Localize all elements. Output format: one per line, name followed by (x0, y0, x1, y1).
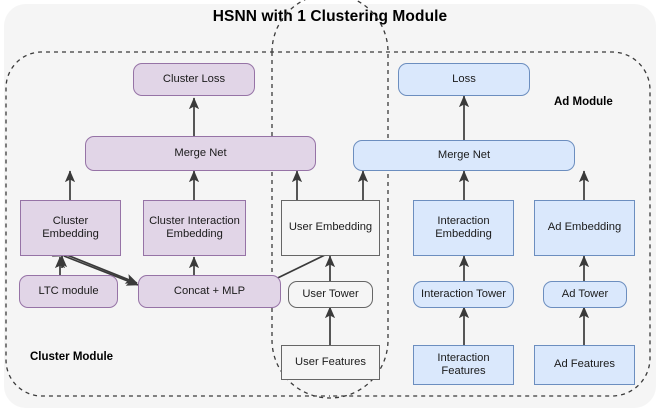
node-ad-tower[interactable]: Ad Tower (543, 281, 627, 308)
node-ltc-module[interactable]: LTC module (19, 275, 118, 308)
node-user-tower[interactable]: User Tower (288, 281, 373, 308)
node-interaction-embedding[interactable]: Interaction Embedding (413, 200, 514, 256)
node-ad-merge-net[interactable]: Merge Net (353, 140, 575, 171)
node-concat-mlp[interactable]: Concat + MLP (138, 275, 281, 308)
arrow-cluster-embedding-concat-bidirectional (51, 247, 139, 286)
node-interaction-features[interactable]: Interaction Features (413, 345, 514, 385)
node-user-features[interactable]: User Features (281, 345, 380, 380)
node-user-embedding[interactable]: User Embedding (281, 200, 380, 256)
page-title: HSNN with 1 Clustering Module (212, 8, 448, 25)
node-cluster-merge-net[interactable]: Merge Net (85, 136, 316, 171)
ad-module-label: Ad Module (554, 96, 613, 108)
cluster-module-boundary (5, 51, 330, 397)
node-interaction-tower[interactable]: Interaction Tower (413, 281, 514, 308)
node-cluster-loss[interactable]: Cluster Loss (133, 63, 255, 96)
ad-module-boundary (330, 51, 651, 397)
cluster-module-label: Cluster Module (30, 351, 114, 363)
node-ad-features[interactable]: Ad Features (534, 345, 635, 385)
node-cluster-interaction-embedding[interactable]: Cluster Interaction Embedding (143, 200, 246, 256)
node-cluster-embedding[interactable]: Cluster Embedding (20, 200, 121, 256)
node-ad-loss[interactable]: Loss (398, 63, 530, 96)
node-ad-embedding[interactable]: Ad Embedding (534, 200, 635, 256)
